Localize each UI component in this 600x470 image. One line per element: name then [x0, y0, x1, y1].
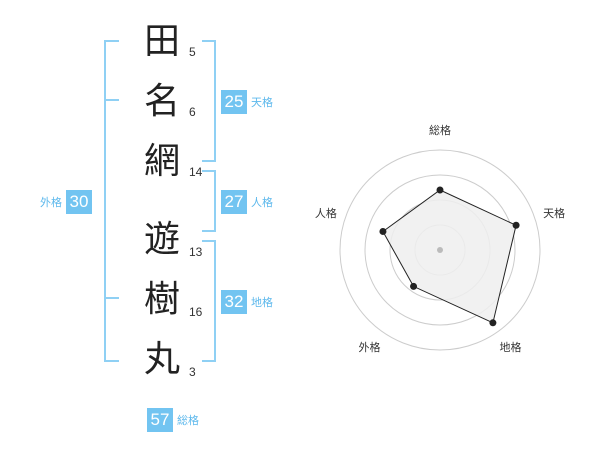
soukaku-value: 57 [147, 408, 173, 432]
gaikaku-bracket [104, 40, 119, 362]
radar-axis-label-5: 人格 [315, 206, 337, 220]
jinkaku-value: 27 [221, 190, 247, 214]
stroke-count-6: 3 [189, 365, 196, 379]
stroke-count-3: 14 [189, 165, 203, 179]
radar-point-1 [436, 186, 444, 194]
gaikaku-badge: 外格 30 [40, 190, 92, 214]
name-char-6: 丸 [143, 339, 180, 380]
jinkaku-bracket [202, 170, 216, 232]
name-char-4: 遊 [143, 219, 180, 260]
tenkaku-value: 25 [221, 90, 247, 114]
tenkaku-bracket [202, 40, 216, 162]
soukaku-label: 総格 [177, 414, 199, 427]
tenkaku-label: 天格 [251, 96, 273, 109]
soukaku-badge: 57 総格 [147, 408, 199, 432]
stroke-count-1: 5 [189, 45, 196, 59]
radar-axis-label-1: 総格 [429, 123, 451, 137]
chikaku-bracket [202, 240, 216, 362]
radar-axis-label-3: 地格 [500, 340, 522, 354]
gaikaku-value: 30 [66, 190, 92, 214]
jinkaku-label: 人格 [251, 196, 273, 209]
stroke-count-2: 6 [189, 105, 196, 119]
name-char-5: 樹 [143, 279, 180, 320]
radar-point-2 [512, 221, 520, 229]
jinkaku-badge: 27 人格 [221, 190, 273, 214]
radar-point-5 [379, 227, 387, 235]
radar-center-dot [437, 247, 443, 253]
radar-series-polygon [382, 189, 517, 324]
chikaku-label: 地格 [251, 296, 273, 309]
stroke-count-4: 13 [189, 245, 203, 259]
radar-axis-label-2: 天格 [543, 206, 565, 220]
name-char-3: 網 [143, 141, 180, 182]
chikaku-badge: 32 地格 [221, 290, 273, 314]
radar-point-4 [410, 282, 418, 290]
radar-grid-ring [339, 149, 541, 351]
stroke-count-5: 16 [189, 305, 203, 319]
name-char-1: 田 [143, 21, 180, 62]
gaikaku-label: 外格 [40, 196, 62, 209]
chikaku-value: 32 [221, 290, 247, 314]
gaikaku-bracket-tick-upper [104, 99, 119, 101]
radar-grid-ring [364, 174, 516, 326]
radar-point-3 [489, 319, 497, 327]
gaikaku-bracket-tick-lower [104, 297, 119, 299]
radar-axis-label-4: 外格 [358, 340, 380, 354]
tenkaku-badge: 25 天格 [221, 90, 273, 114]
name-char-2: 名 [143, 81, 180, 122]
